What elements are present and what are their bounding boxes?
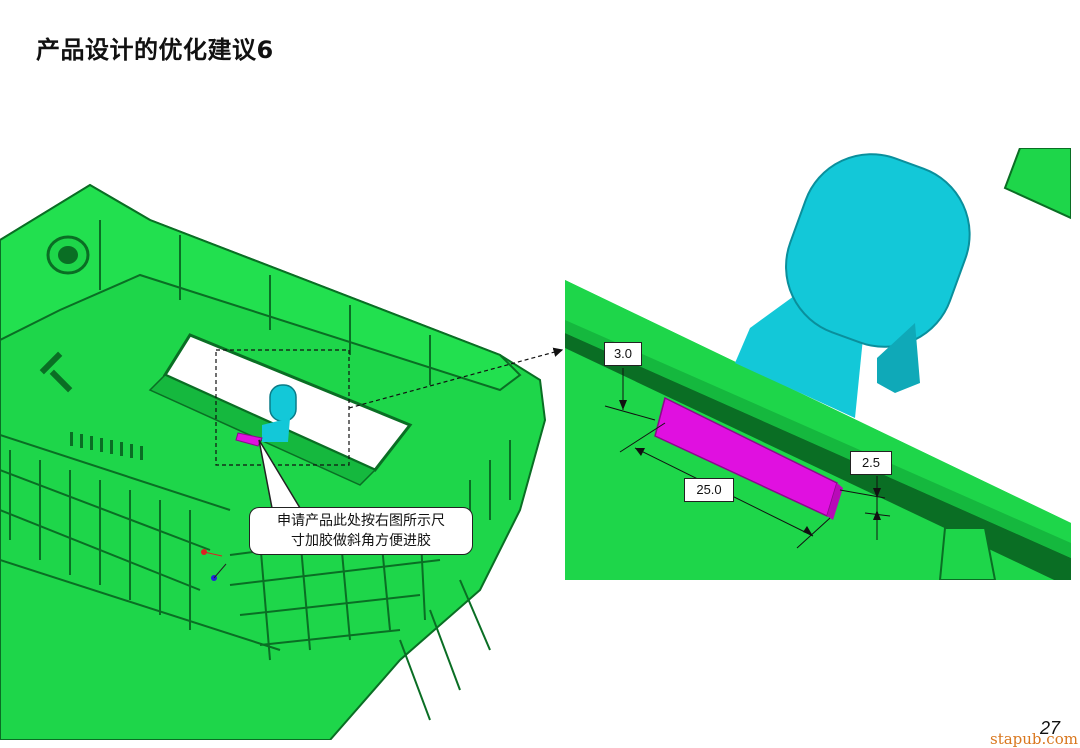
callout-note: 申请产品此处按右图所示尺 寸加胶做斜角方便进胶 <box>249 507 473 555</box>
zoom-detail-image <box>565 148 1071 580</box>
dimension-label-25-0: 25.0 <box>684 478 734 502</box>
callout-line-2: 寸加胶做斜角方便进胶 <box>291 533 431 549</box>
dimension-label-2-5: 2.5 <box>850 451 892 475</box>
page-title: 产品设计的优化建议6 <box>36 36 274 64</box>
callout-line-1: 申请产品此处按右图所示尺 <box>277 513 445 529</box>
page-number: 27 <box>1040 718 1061 738</box>
watermark-text: stapub.com <box>990 730 1078 748</box>
dimension-label-3-0: 3.0 <box>604 342 642 366</box>
